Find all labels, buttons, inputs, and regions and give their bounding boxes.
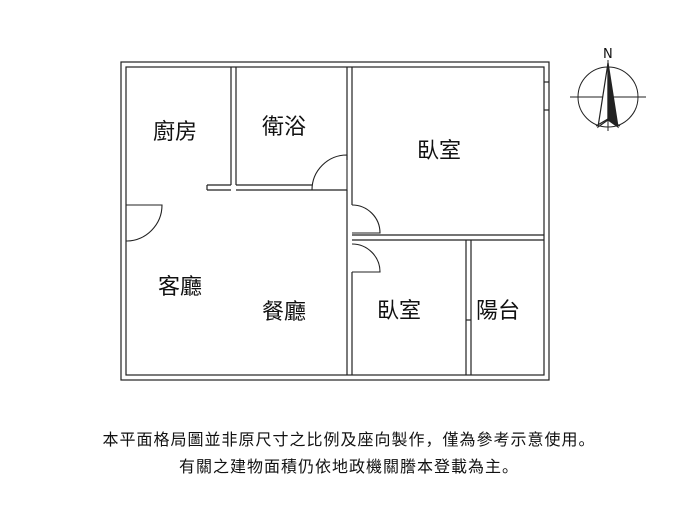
room-label-balcony: 陽台 (476, 299, 520, 324)
door-living-room (125, 204, 163, 242)
doors (125, 154, 381, 273)
room-label-bathroom: 衛浴 (262, 115, 306, 140)
disclaimer-line-2: 有關之建物面積仍依地政機關謄本登載為主。 (178, 457, 519, 476)
room-label-dining-room: 餐廳 (262, 300, 306, 325)
outer-wall-outline (120, 61, 550, 381)
floor-plan: 廚房 衛浴 臥室 客廳 餐廳 臥室 陽台 N (120, 47, 646, 381)
door-main-bedroom (351, 204, 381, 234)
room-label-second-bedroom: 臥室 (377, 299, 421, 324)
compass-north-letter: N (603, 47, 613, 62)
door-bathroom (311, 154, 348, 191)
door-second-bedroom (351, 243, 381, 273)
room-label-main-bedroom: 臥室 (417, 139, 461, 164)
disclaimer-line-1: 本平面格局圖並非原尺寸之比例及座向製作，僅為參考示意使用。 (102, 430, 596, 449)
room-label-kitchen: 廚房 (153, 120, 197, 145)
walls (120, 61, 550, 381)
compass-icon: N (570, 47, 646, 131)
room-label-living-room: 客廳 (158, 275, 202, 300)
outer-wall-inner (125, 66, 545, 376)
